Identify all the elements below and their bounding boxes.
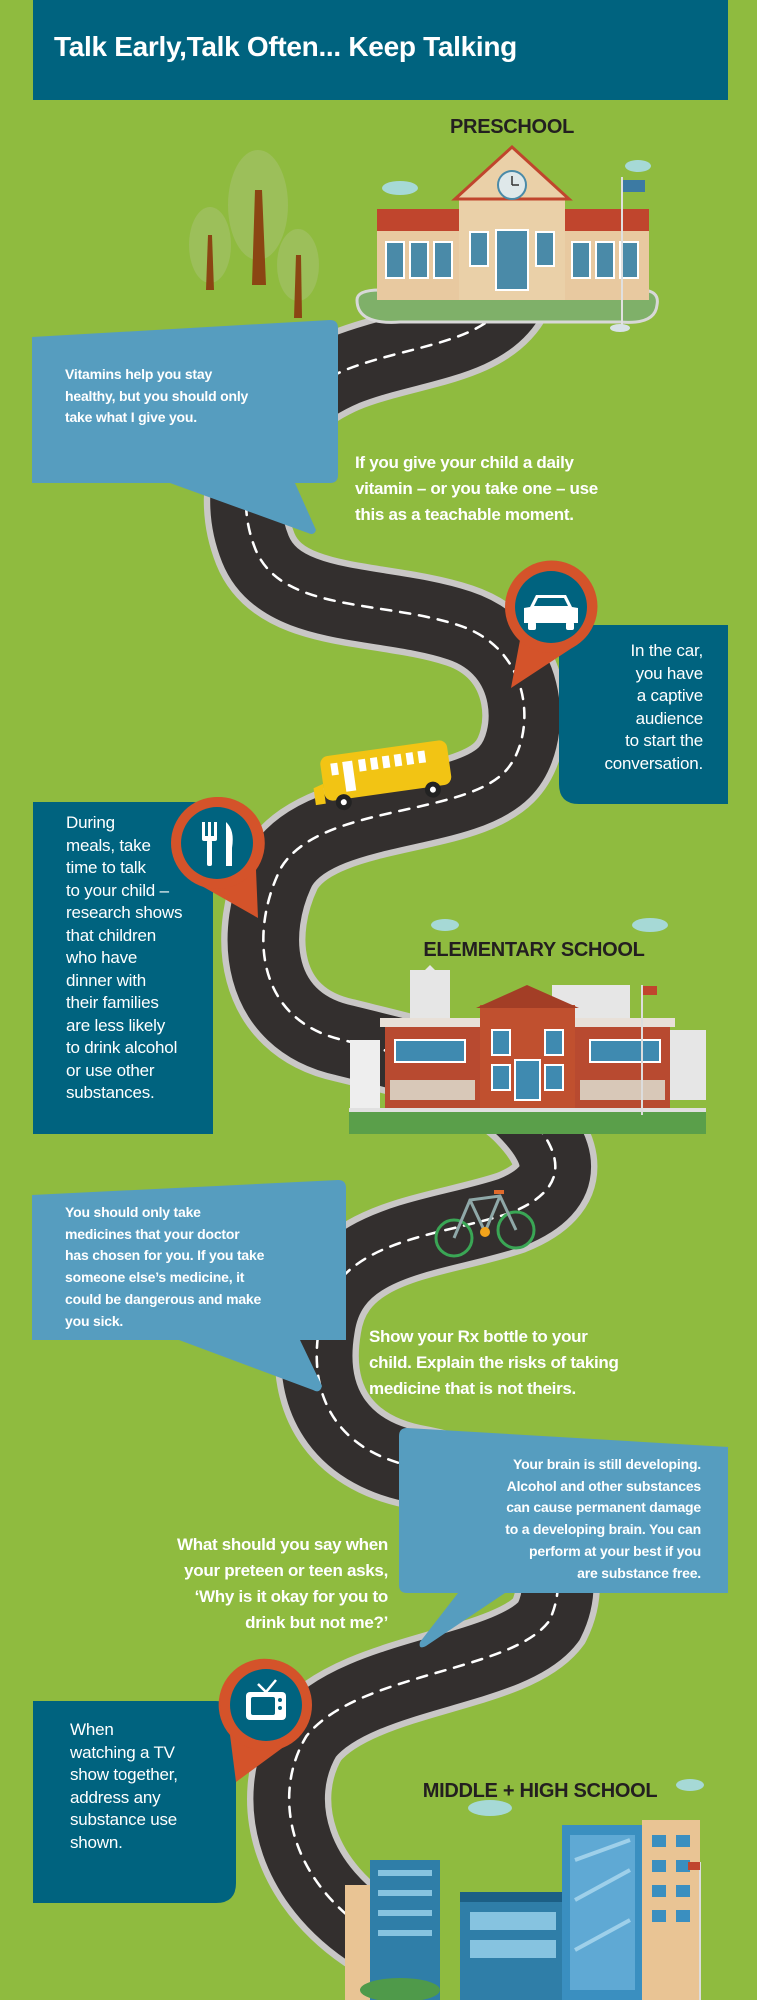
tv-pin bbox=[218, 1658, 312, 1782]
meals-tip-text: During meals, take time to talk to your … bbox=[66, 813, 183, 1102]
fork-knife-pin bbox=[171, 796, 265, 918]
school-bus bbox=[313, 740, 452, 811]
vitamins-quote: Vitamins help you stay healthy, but you … bbox=[65, 366, 249, 426]
section-label-middle-high: MIDDLE + HIGH SCHOOL bbox=[422, 1780, 658, 1802]
header-banner: Talk Early,Talk Often... Keep Talking bbox=[33, 0, 728, 100]
car-icon bbox=[524, 595, 578, 630]
tv-tip-text: When watching a TV show together, addres… bbox=[70, 1720, 178, 1852]
vitamins-advice: If you give your child a daily vitamin –… bbox=[355, 453, 598, 524]
trees bbox=[189, 150, 319, 318]
speech-bubble-vitamins bbox=[32, 320, 338, 534]
medicine-quote: You should only take medicines that your… bbox=[65, 1204, 265, 1329]
fork-knife-icon bbox=[202, 822, 233, 866]
medicine-advice: Show your Rx bottle to your child. Expla… bbox=[369, 1327, 619, 1398]
car-pin bbox=[505, 560, 598, 688]
brain-quote: Your brain is still developing. Alcohol … bbox=[505, 1456, 701, 1581]
tv-tip-box bbox=[33, 1701, 236, 1903]
car-tip-text: In the car, you have a captive audience … bbox=[604, 641, 703, 773]
meals-tip-box bbox=[33, 802, 213, 1134]
elementary-school-building bbox=[349, 918, 706, 1134]
page-title: Talk Early,Talk Often... Keep Talking bbox=[54, 31, 517, 62]
preschool-building bbox=[355, 144, 659, 332]
section-label-preschool: PRESCHOOL bbox=[450, 116, 574, 138]
speech-bubble-medicine bbox=[32, 1180, 346, 1392]
section-label-elementary: ELEMENTARY SCHOOL bbox=[423, 939, 645, 961]
middle-high-school-building bbox=[345, 1779, 704, 2000]
bicycle bbox=[434, 1190, 536, 1258]
tv-icon bbox=[246, 1679, 286, 1720]
car-tip-box bbox=[559, 625, 728, 804]
teen-question: What should you say when your preteen or… bbox=[177, 1535, 388, 1632]
speech-bubble-brain bbox=[399, 1428, 728, 1648]
